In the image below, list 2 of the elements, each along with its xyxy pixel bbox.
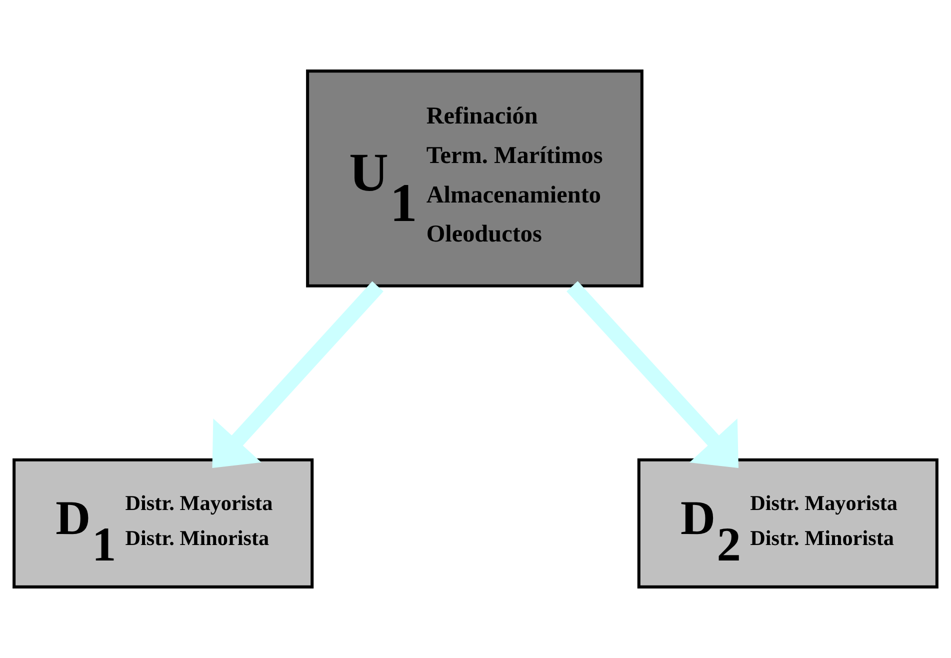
- arrow: [566, 281, 739, 468]
- arrow: [212, 281, 384, 468]
